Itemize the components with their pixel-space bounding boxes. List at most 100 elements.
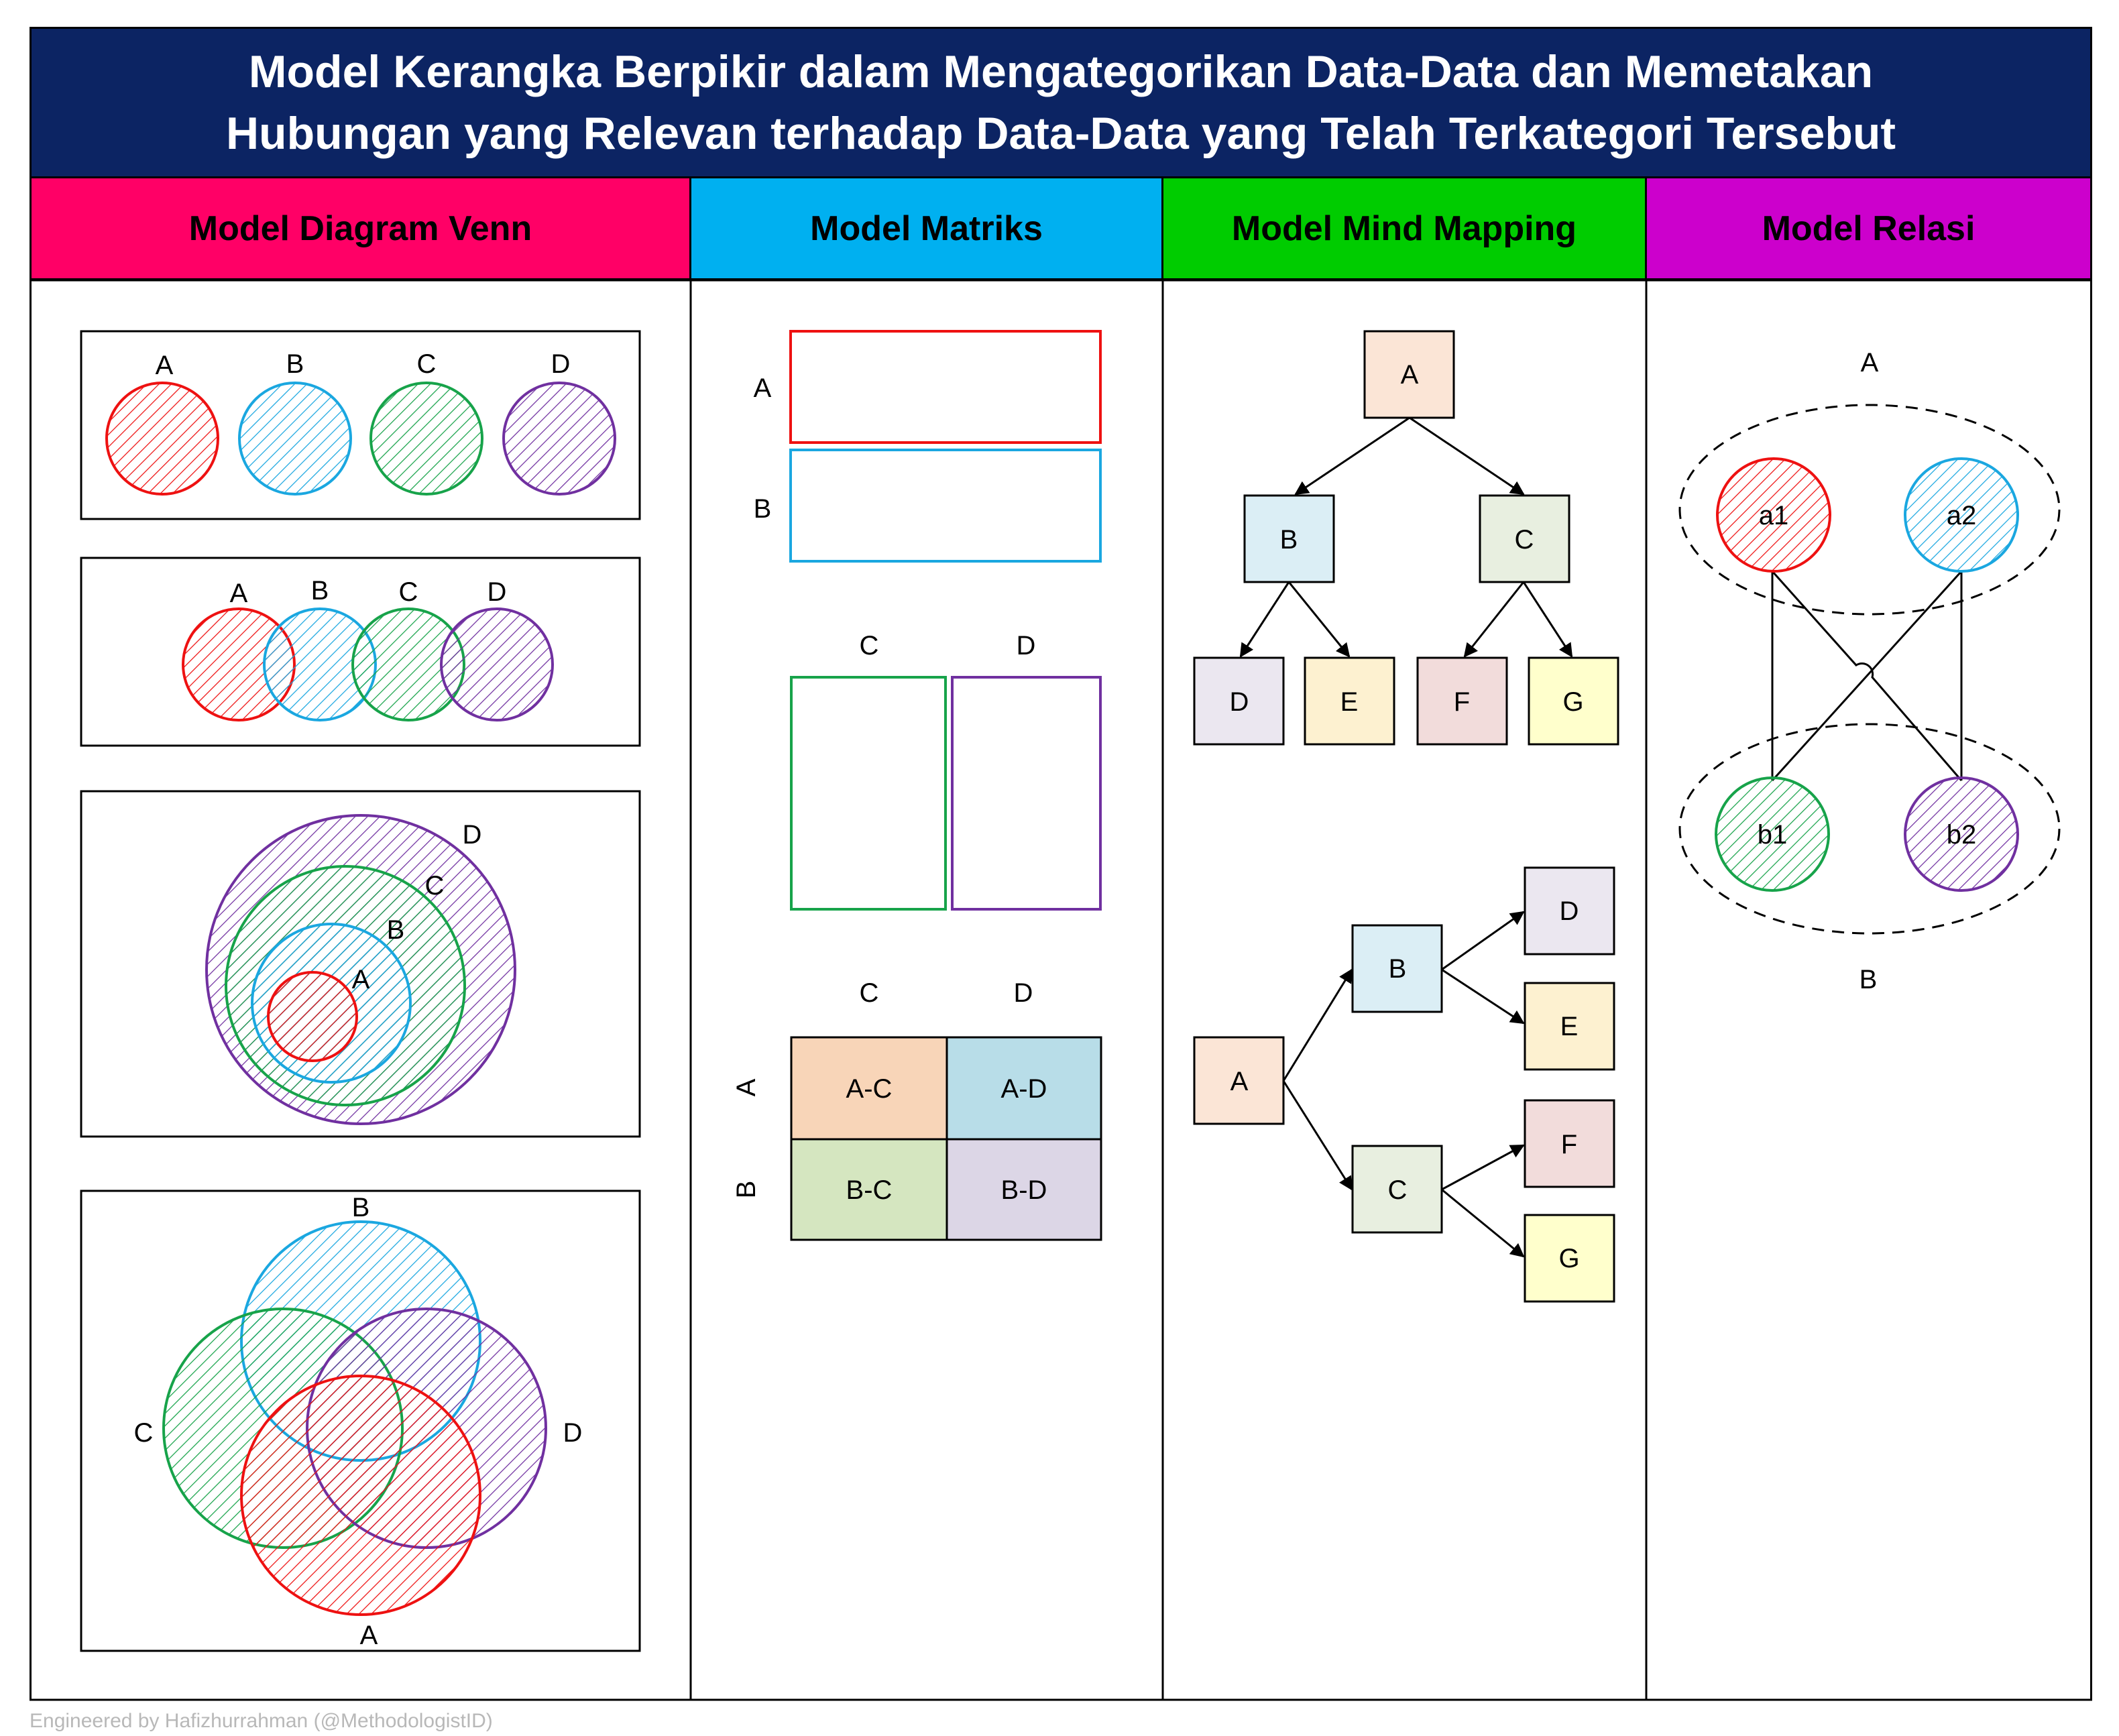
venn-chain-frame bbox=[80, 557, 641, 747]
hmap-node-g-label: G bbox=[1558, 1244, 1579, 1273]
body-frame bbox=[30, 279, 2092, 1701]
mindmap-horizontal: A B C D E F G bbox=[1193, 866, 1615, 1303]
hmap-node-b bbox=[1351, 924, 1443, 1013]
matrix-cell-bc-label: B-C bbox=[846, 1175, 893, 1205]
hmap-node-e-label: E bbox=[1560, 1012, 1579, 1041]
tree-edge-b-e bbox=[1287, 581, 1351, 658]
relasi-node-a1 bbox=[1716, 457, 1831, 573]
header-mindmap: Model Mind Mapping bbox=[1161, 178, 1647, 280]
venn-chain: A B C D bbox=[80, 557, 641, 747]
title-line-1: Model Kerangka Berpikir dalam Mengategor… bbox=[248, 46, 1874, 97]
header-matriks: Model Matriks bbox=[689, 178, 1163, 280]
hmap-node-b-label: B bbox=[1389, 954, 1407, 984]
relasi-set-b-ellipse bbox=[1678, 723, 2061, 935]
relasi-set-a-ellipse bbox=[1678, 404, 2061, 616]
venn-chain-label-a: A bbox=[230, 579, 248, 608]
tree-node-d-label: D bbox=[1230, 687, 1249, 717]
title-line-2: Hubungan yang Relevan terhadap Data-Data… bbox=[225, 108, 1896, 159]
matrix-stacked-rows: A B bbox=[754, 330, 1102, 563]
tree-node-c-label: C bbox=[1515, 525, 1534, 555]
relasi-node-b2-label: b2 bbox=[1947, 820, 1977, 850]
hmap-node-g bbox=[1524, 1214, 1615, 1303]
relasi-node-a1-label: a1 bbox=[1759, 501, 1789, 530]
hmap-edge-c-g bbox=[1441, 1188, 1525, 1258]
hmap-node-c bbox=[1351, 1145, 1443, 1234]
hmap-edge-b-d bbox=[1441, 911, 1525, 971]
venn-disjoint-circle-c bbox=[369, 382, 483, 496]
venn-nested-label-a: A bbox=[352, 965, 370, 994]
header-matriks-label: Model Matriks bbox=[810, 209, 1043, 248]
hmap-node-a-label: A bbox=[1230, 1067, 1249, 1096]
hmap-node-d bbox=[1524, 866, 1615, 956]
relasi-node-a2-label: a2 bbox=[1947, 501, 1977, 530]
venn-disjoint-label-b: B bbox=[286, 349, 304, 379]
hmap-node-f-label: F bbox=[1561, 1130, 1577, 1159]
venn-disjoint-circle-d bbox=[502, 382, 616, 496]
venn-overlap-label-c: C bbox=[134, 1418, 154, 1448]
tree-node-c bbox=[1479, 494, 1570, 583]
tree-node-f bbox=[1416, 656, 1508, 746]
matrix-row-a-box bbox=[789, 330, 1102, 444]
venn-overlap-frame bbox=[80, 1190, 641, 1652]
venn-nested-label-b: B bbox=[387, 915, 405, 945]
matrix-stacked-cols: C D bbox=[790, 631, 1102, 911]
matrix-cell-bd bbox=[946, 1138, 1102, 1241]
hmap-edge-b-e bbox=[1441, 968, 1525, 1025]
venn-disjoint-label-d: D bbox=[551, 349, 571, 379]
relasi-set-b-label: B bbox=[1859, 965, 1878, 994]
venn-overlap-label-a: A bbox=[360, 1621, 378, 1650]
hmap-node-a bbox=[1193, 1036, 1285, 1125]
relasi-link-a2-b1 bbox=[1771, 570, 1963, 782]
venn-overlap-circle-a bbox=[240, 1375, 481, 1616]
matrix-grid-row-b: B bbox=[732, 1181, 761, 1199]
tree-node-g-label: G bbox=[1562, 687, 1583, 717]
venn-overlap-label-d: D bbox=[563, 1418, 583, 1448]
matrix-grid-row-a: A bbox=[732, 1078, 761, 1096]
hmap-edge-a-c bbox=[1282, 1080, 1353, 1191]
relasi-link-a1-b2 bbox=[1771, 571, 1963, 781]
tree-node-a-label: A bbox=[1401, 360, 1419, 390]
venn-chain-label-d: D bbox=[488, 577, 507, 607]
venn-nested: D C B A bbox=[80, 790, 641, 1138]
tree-node-a bbox=[1363, 330, 1455, 419]
header-venn-label: Model Diagram Venn bbox=[188, 209, 532, 248]
hmap-node-f bbox=[1524, 1099, 1615, 1188]
venn-disjoint-label-c: C bbox=[417, 349, 437, 379]
matrix-cell-ac bbox=[790, 1036, 948, 1141]
matrix-col-c-box bbox=[790, 676, 947, 911]
hmap-node-d-label: D bbox=[1560, 896, 1579, 926]
venn-disjoint-label-a: A bbox=[156, 351, 174, 380]
relasi-set-a-label: A bbox=[1861, 348, 1879, 378]
page-title: Model Kerangka Berpikir dalam Mengategor… bbox=[30, 27, 2092, 178]
header-relasi-label: Model Relasi bbox=[1762, 209, 1975, 248]
venn-disjoint: A B C D bbox=[80, 330, 641, 520]
hmap-node-e bbox=[1524, 982, 1615, 1071]
tree-node-f-label: F bbox=[1454, 687, 1470, 717]
venn-nested-label-d: D bbox=[463, 820, 482, 850]
relasi-diagram: A B a1 a2 b1 b2 bbox=[1678, 348, 2061, 994]
matrix-cell-ad-label: A-D bbox=[1001, 1074, 1047, 1104]
tree-edge-b-d bbox=[1239, 581, 1290, 658]
matrix-grid-col-d: D bbox=[1014, 978, 1033, 1008]
matrix-col-d-box bbox=[951, 676, 1102, 911]
tree-edge-c-g bbox=[1522, 581, 1573, 658]
matrix-col-d-label: D bbox=[1017, 631, 1036, 660]
venn-chain-circle-d bbox=[440, 607, 554, 721]
tree-node-g bbox=[1528, 656, 1619, 746]
tree-node-b-label: B bbox=[1280, 525, 1298, 555]
matrix-row-a-label: A bbox=[754, 373, 772, 403]
hmap-edge-c-f bbox=[1441, 1144, 1525, 1191]
venn-overlap-label-b: B bbox=[352, 1193, 370, 1222]
venn-disjoint-circle-a bbox=[105, 382, 219, 496]
venn-nested-circle-a bbox=[267, 971, 358, 1062]
hmap-edge-a-b bbox=[1282, 968, 1353, 1082]
venn-disjoint-frame bbox=[80, 330, 641, 520]
matrix-grid: C D A B A-C A-D B-C B-D bbox=[732, 978, 1102, 1241]
tree-edge-a-b bbox=[1294, 416, 1410, 496]
mindmap-tree: A B C D E F G bbox=[1193, 330, 1619, 746]
venn-chain-label-c: C bbox=[399, 577, 418, 607]
matrix-row-b-label: B bbox=[754, 494, 772, 524]
matrix-cell-ac-label: A-C bbox=[846, 1074, 893, 1104]
footer-credit: Engineered by Hafizhurrahman (@Methodolo… bbox=[30, 1710, 493, 1732]
